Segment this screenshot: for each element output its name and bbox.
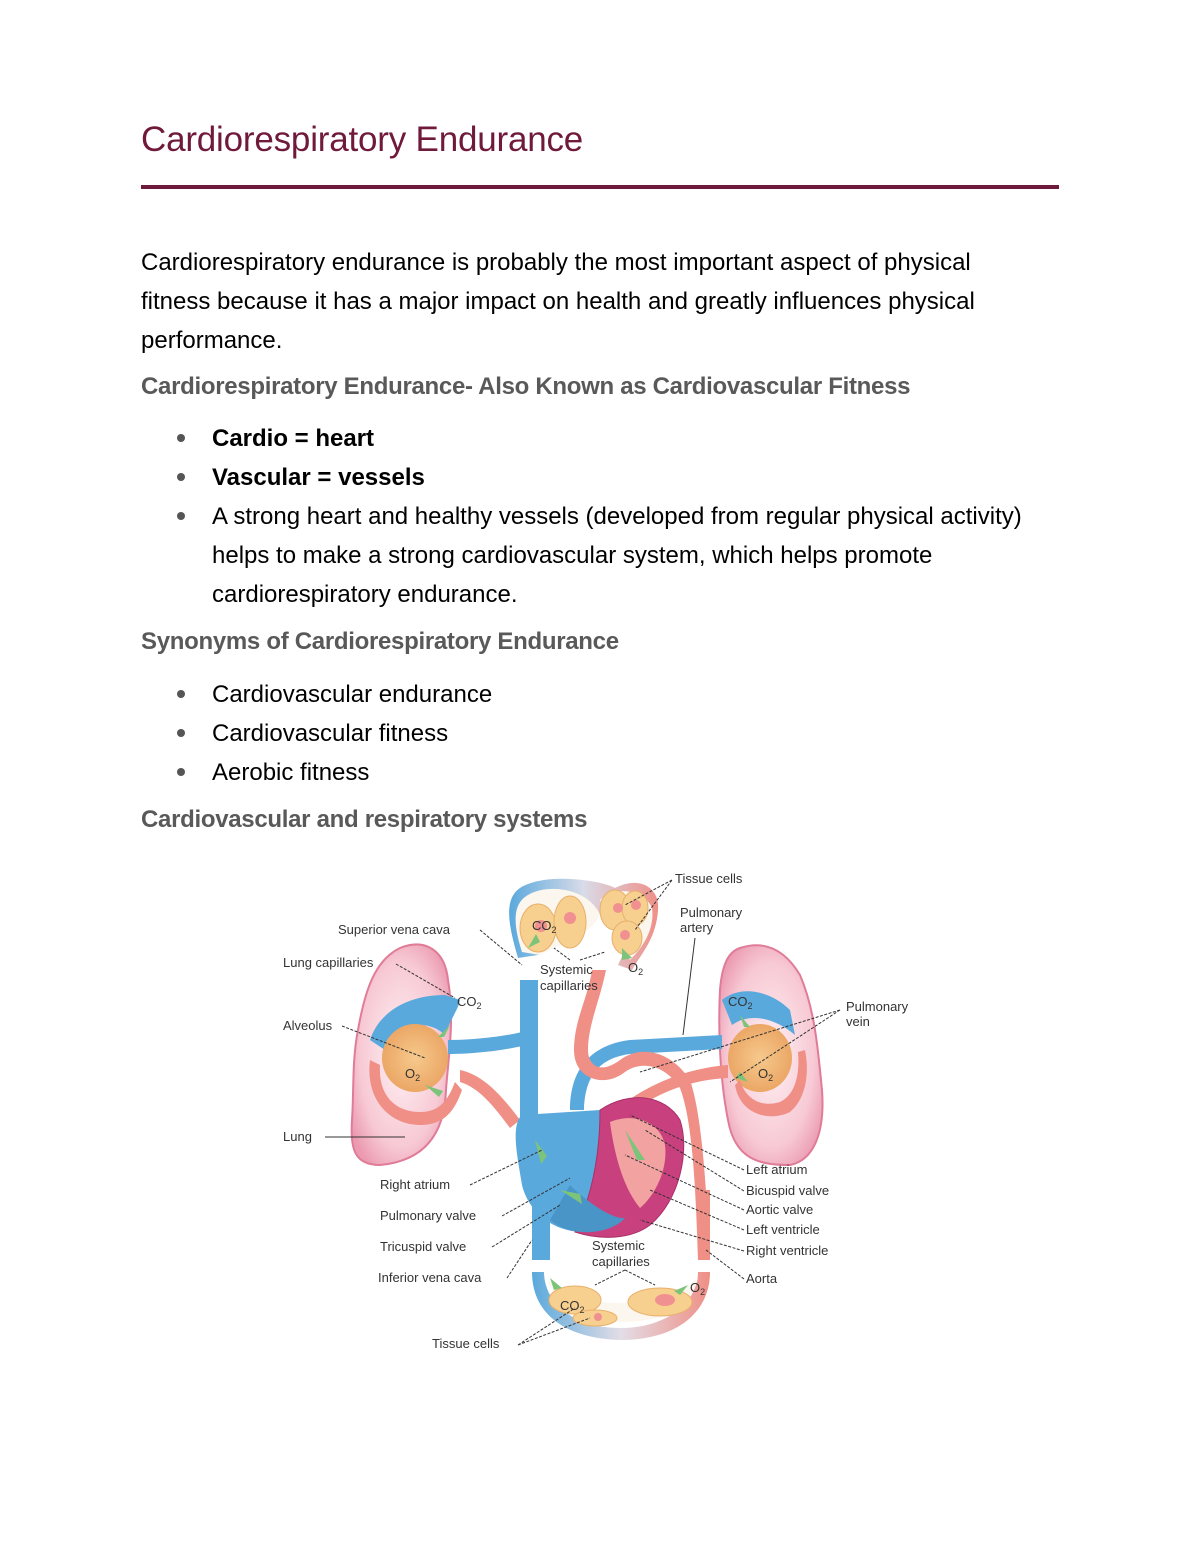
left-pulmonary-vein-vessel: [460, 1070, 520, 1128]
left-lung: [350, 943, 462, 1167]
label-right-atrium: Right atrium: [380, 1177, 450, 1192]
upper-systemic-capillary-bed: [509, 878, 659, 970]
bullet-icon: [177, 768, 185, 776]
page-title: Cardiorespiratory Endurance: [141, 120, 584, 159]
label-aorta: Aorta: [746, 1271, 778, 1286]
label-lung: Lung: [283, 1129, 312, 1144]
gas-label-co2: CO2: [457, 994, 482, 1011]
section-heading-also-known-as: Cardiorespiratory Endurance- Also Known …: [141, 373, 911, 400]
bullet-text: Cardiovascular endurance: [212, 681, 493, 708]
flow-arrow-icon: [625, 1130, 645, 1160]
right-pulmonary-vein-vessel: [615, 1065, 728, 1120]
bullet-text: Cardiovascular fitness: [212, 720, 449, 747]
list-item: Cardiovascular fitness: [0, 714, 1032, 753]
list-item: Aerobic fitness: [0, 753, 1032, 792]
label-left-ventricle: Left ventricle: [746, 1222, 820, 1237]
flow-arrow-icon: [674, 1285, 688, 1295]
section-heading-systems: Cardiovascular and respiratory systems: [141, 806, 588, 833]
gas-label-o2: O2: [628, 960, 643, 977]
bullet-text: A strong heart and healthy vessels (deve…: [212, 503, 1022, 608]
bullet-icon: [177, 690, 185, 698]
left-pulmonary-artery-vessel: [448, 1032, 522, 1054]
flow-arrow-icon: [550, 1278, 562, 1290]
superior-vena-cava-vessel: [520, 980, 538, 1130]
definition-bullet-list: Cardio = heart Vascular = vessels A stro…: [0, 419, 1032, 614]
cardiovascular-respiratory-diagram: CO2 O2 CO2 O2 CO2 O2 CO2 O2 Tissue cells…: [270, 860, 940, 1360]
intro-paragraph: Cardiorespiratory endurance is probably …: [141, 249, 975, 354]
bullet-text: Aerobic fitness: [212, 759, 370, 786]
section-heading-synonyms: Synonyms of Cardiorespiratory Endurance: [141, 628, 619, 655]
circulation-illustration: CO2 O2 CO2 O2 CO2 O2 CO2 O2 Tissue cells…: [283, 871, 909, 1351]
flow-arrow-icon: [425, 1085, 443, 1097]
bullet-text: Vascular = vessels: [212, 464, 425, 491]
label-bicuspid-valve: Bicuspid valve: [746, 1183, 829, 1198]
label-inferior-vena-cava: Inferior vena cava: [378, 1270, 482, 1285]
label-tricuspid-valve: Tricuspid valve: [380, 1239, 466, 1254]
label-left-atrium: Left atrium: [746, 1162, 807, 1177]
bullet-icon: [177, 434, 185, 442]
inferior-vena-cava-vessel: [532, 1190, 550, 1260]
flow-arrow-icon: [528, 934, 540, 948]
label-tissue-cells-top: Tissue cells: [675, 871, 743, 886]
list-item: Cardiovascular endurance: [0, 675, 1032, 714]
gas-label-co2: CO2: [728, 994, 753, 1011]
flow-arrow-icon: [736, 1072, 748, 1082]
flow-arrow-icon: [535, 1140, 547, 1164]
gas-label-o2: O2: [405, 1066, 420, 1083]
label-aortic-valve: Aortic valve: [746, 1202, 813, 1217]
label-alveolus: Alveolus: [283, 1018, 333, 1033]
flow-arrow-icon: [438, 1025, 450, 1037]
list-item: Vascular = vessels: [0, 458, 1032, 497]
list-item: A strong heart and healthy vessels (deve…: [0, 497, 1032, 614]
lower-systemic-capillary-bed: [532, 1272, 710, 1340]
bullet-icon: [177, 512, 185, 520]
list-item: Cardio = heart: [0, 419, 1032, 458]
bullet-icon: [177, 473, 185, 481]
flow-arrow-icon: [560, 1190, 582, 1204]
label-right-ventricle: Right ventricle: [746, 1243, 828, 1258]
gas-label-o2: O2: [690, 1280, 705, 1297]
descending-aorta-vessel: [698, 1190, 710, 1260]
flow-arrow-icon: [740, 1015, 750, 1027]
bullet-icon: [177, 729, 185, 737]
title-underline-divider: [141, 185, 1059, 189]
gas-label-co2: CO2: [560, 1298, 585, 1315]
gas-label-o2: O2: [758, 1066, 773, 1083]
label-tissue-cells-bottom: Tissue cells: [432, 1336, 500, 1351]
synonyms-bullet-list: Cardiovascular endurance Cardiovascular …: [0, 675, 1032, 792]
label-pulmonary-valve: Pulmonary valve: [380, 1208, 476, 1223]
gas-label-co2: CO2: [532, 918, 557, 935]
bullet-text: Cardio = heart: [212, 425, 375, 452]
aorta-vessel: [574, 970, 710, 1260]
label-superior-vena-cava: Superior vena cava: [338, 922, 451, 937]
flow-arrow-icon: [622, 948, 632, 960]
label-lung-capillaries: Lung capillaries: [283, 955, 374, 970]
right-pulmonary-artery-vessel: [570, 1035, 722, 1110]
